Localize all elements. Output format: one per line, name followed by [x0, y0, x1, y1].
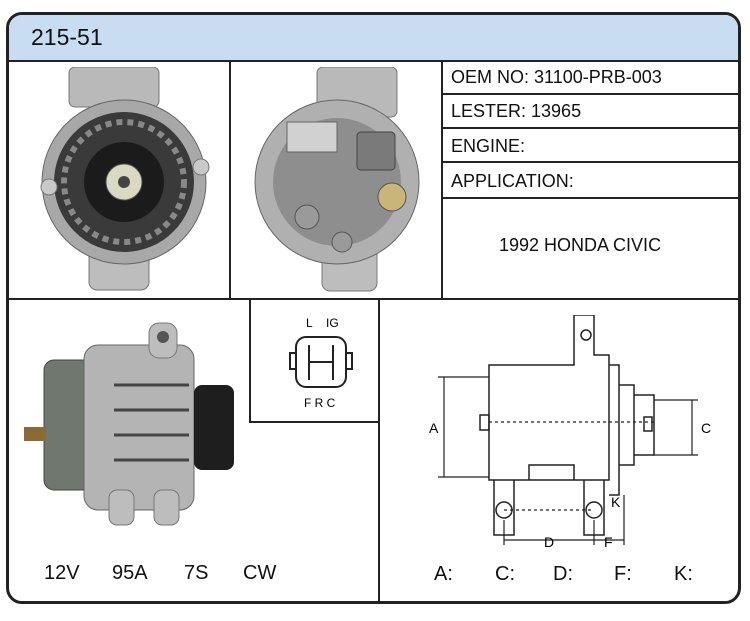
spec-row-divider [441, 127, 738, 129]
model-number: 215-51 [31, 24, 103, 50]
diagram-label-c: C [701, 420, 711, 436]
voltage-label: 12V [44, 562, 80, 584]
application-field: APPLICATION: [451, 171, 574, 191]
dimension-f-label: F: [614, 563, 632, 585]
alternator-side-photo [24, 322, 234, 526]
diagram-label-d: D [544, 534, 554, 550]
connector-label-l: L [306, 316, 313, 330]
spec-row-divider [441, 197, 738, 199]
product-card: 215-51 OEM NO: 31100-PRB-003 LESTER: 139… [6, 12, 741, 604]
dimension-diagram: A C D F K [429, 315, 711, 550]
alternator-front-photo [40, 67, 210, 291]
spec-row-divider [441, 93, 738, 95]
connector-label-ig: IG [326, 316, 339, 330]
divider-bottom-left [378, 300, 380, 601]
diagram-label-a: A [429, 420, 439, 436]
dimension-c-label: C: [495, 563, 515, 585]
dimension-d-label: D: [553, 563, 573, 585]
connector-diagram: L IG F R C [289, 316, 353, 410]
oem-number: OEM NO: 31100-PRB-003 [451, 67, 662, 87]
spec-row-divider [441, 161, 738, 163]
divider-top-specs [441, 60, 443, 298]
connector-label-frc: F R C [304, 396, 336, 410]
divider-top-photos [229, 60, 231, 298]
lester-number: LESTER: 13965 [451, 101, 582, 121]
divider-connector-bottom [249, 421, 379, 423]
diagram-label-k: K [611, 494, 621, 510]
vehicle-application: 1992 HONDA CIVIC [499, 235, 662, 255]
diagram-label-f: F [604, 534, 613, 550]
pulley-label: 7S [184, 562, 209, 584]
divider-mid-horizontal [9, 298, 738, 300]
dimension-a-label: A: [434, 563, 453, 585]
divider-connector-right [249, 300, 251, 422]
rotation-label: CW [243, 562, 277, 584]
amperage-label: 95A [112, 562, 148, 584]
alternator-rear-photo [254, 67, 420, 292]
engine-field: ENGINE: [451, 136, 526, 156]
dimension-k-label: K: [674, 563, 693, 585]
card-header: 215-51 [9, 15, 738, 62]
